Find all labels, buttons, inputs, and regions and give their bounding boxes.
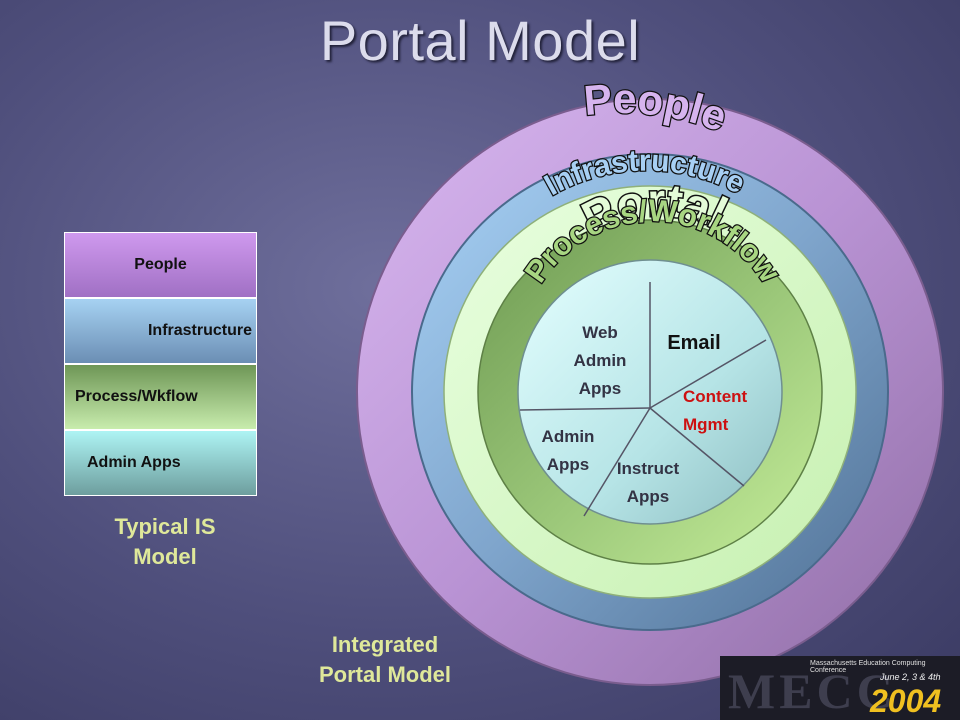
logo-dates: June 2, 3 & 4th <box>880 672 941 682</box>
typical-is-stack: People Infrastructure Process/Wkflow Adm… <box>64 232 257 496</box>
logo-main-text: MECC <box>728 663 897 719</box>
layer-infrastructure: Infrastructure <box>64 298 257 364</box>
seg-instruct-line1: Instruct <box>617 459 680 478</box>
typical-caption-line2: Model <box>133 544 197 569</box>
seg-content-line1: Content <box>683 387 748 406</box>
portal-model-caption: Integrated Portal Model <box>280 630 490 690</box>
layer-admin-apps: Admin Apps <box>64 430 257 496</box>
mecc-logo: MECC Massachusetts Education Computing C… <box>720 656 960 720</box>
portal-caption-line2: Portal Model <box>318 662 451 687</box>
logo-year: 2004 <box>870 683 942 719</box>
segment-dividers <box>519 282 767 517</box>
seg-admin-line2: Apps <box>547 455 590 474</box>
layer-people: People <box>64 232 257 298</box>
typical-model-caption: Typical IS Model <box>70 512 260 572</box>
seg-webadmin-line1: Web <box>582 323 618 342</box>
seg-admin-line1: Admin <box>542 427 595 446</box>
seg-instruct-line2: Apps <box>627 487 670 506</box>
seg-email: Email <box>667 332 720 354</box>
layer-process: Process/Wkflow <box>64 364 257 430</box>
page-title: Portal Model <box>319 9 641 72</box>
portal-caption-line1: Integrated <box>331 632 439 657</box>
logo-subtitle: Massachusetts Education Computing Confer… <box>810 660 926 674</box>
seg-webadmin-line2: Admin <box>574 351 627 370</box>
seg-content-line2: Mgmt <box>683 415 729 434</box>
typical-caption-line1: Typical IS <box>114 514 216 539</box>
seg-webadmin-line3: Apps <box>579 379 622 398</box>
